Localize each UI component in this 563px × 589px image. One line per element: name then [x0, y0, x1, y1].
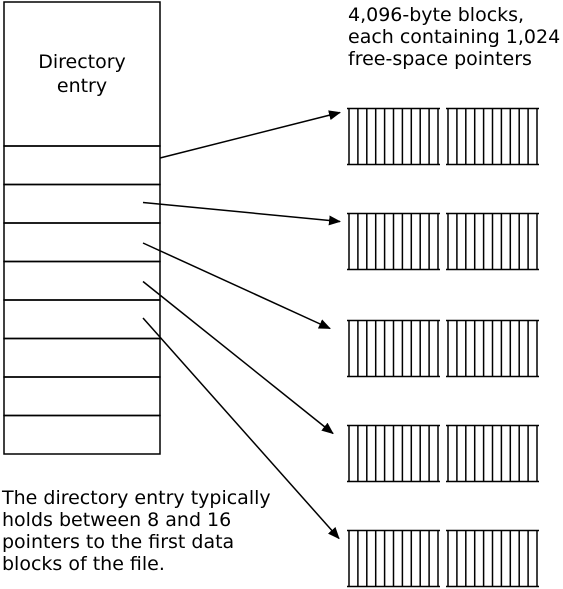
- directory-entry-caption-line: blocks of the file.: [2, 553, 165, 575]
- pointer-slot: [3, 260, 161, 301]
- pointer-arrow: [142, 280, 334, 435]
- directory-entry-label-line: entry: [56, 75, 108, 97]
- pointer-slot: [3, 222, 161, 263]
- directory-entry-caption-line: pointers to the first data: [2, 531, 235, 553]
- directory-entry-caption-line: holds between 8 and 16: [2, 509, 232, 531]
- directory-entry-caption-line: The directory entry typically: [2, 487, 271, 509]
- pointer-slot: [3, 145, 161, 186]
- pointer-arrow: [142, 242, 331, 330]
- directory-entry-label-line: Directory: [38, 51, 126, 73]
- free-space-blocks: [347, 107, 539, 588]
- directory-entry-caption: The directory entry typically holds betw…: [2, 487, 271, 575]
- pointer-arrow: [159, 110, 341, 159]
- free-space-block: [347, 529, 440, 588]
- free-space-block: [347, 424, 440, 483]
- free-space-block: [446, 107, 539, 166]
- free-space-block: [446, 319, 539, 378]
- pointer-arrow: [142, 317, 340, 540]
- pointer-arrow: [142, 201, 341, 226]
- blocks-caption-line: 4,096-byte blocks,: [348, 4, 525, 26]
- pointer-slot: [3, 299, 161, 340]
- blocks-caption-line: each containing 1,024: [348, 26, 561, 48]
- pointer-slot: [3, 183, 161, 224]
- pointer-slot: [3, 337, 161, 378]
- free-space-block: [446, 424, 539, 483]
- free-space-block: [446, 529, 539, 588]
- blocks-caption: 4,096-byte blocks, each containing 1,024…: [348, 4, 560, 70]
- free-space-block: [446, 212, 539, 271]
- pointer-slots: [3, 145, 161, 455]
- directory-entry-label: Directory entry: [4, 50, 160, 98]
- pointer-arrows: [142, 110, 341, 540]
- free-space-block: [347, 107, 440, 166]
- blocks-caption-line: free-space pointers: [348, 48, 532, 70]
- free-space-block: [347, 212, 440, 271]
- pointer-slot: [3, 414, 161, 455]
- pointer-slot: [3, 376, 161, 417]
- free-space-block: [347, 319, 440, 378]
